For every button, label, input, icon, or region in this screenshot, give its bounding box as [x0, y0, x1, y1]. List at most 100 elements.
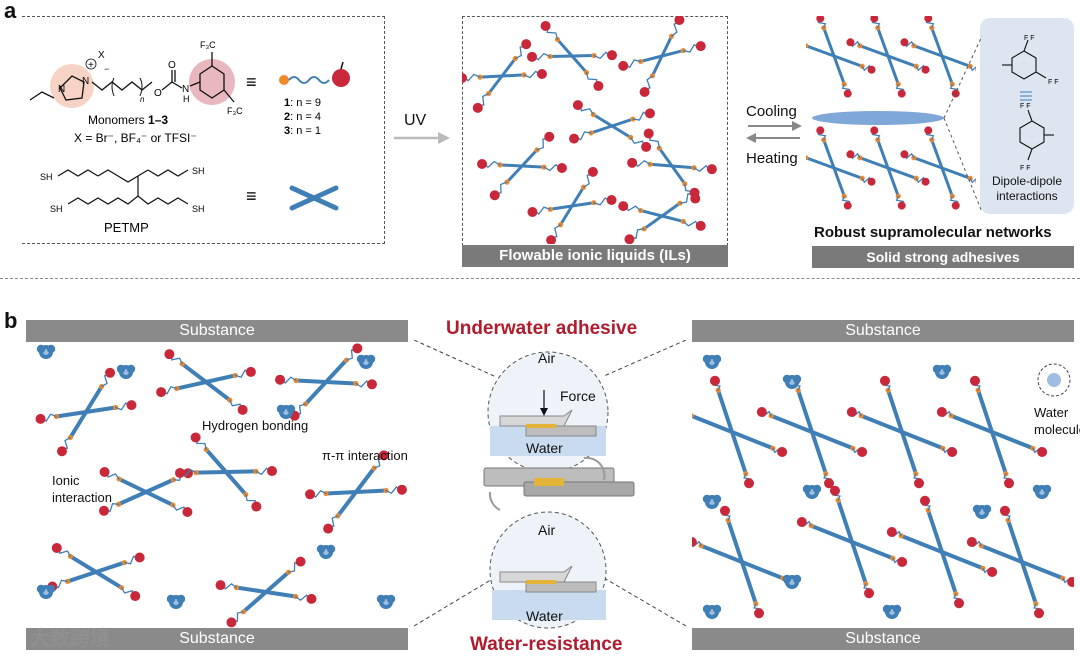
- crosslinker-arm: [224, 469, 258, 474]
- uv-label: UV: [404, 112, 427, 129]
- aryl-end-group: [966, 537, 977, 548]
- imidazolium-joint: [692, 413, 694, 419]
- aryl-end-group: [689, 187, 700, 198]
- aryl-end-group: [843, 89, 852, 98]
- aryl-end-group: [674, 16, 685, 25]
- crosslinker-arm: [610, 117, 635, 128]
- crosslinker-arm: [548, 204, 574, 211]
- aryl-end-group: [627, 157, 638, 168]
- aryl-end-group: [900, 150, 909, 159]
- water-hydrogen: [316, 544, 326, 554]
- aryl-end-group: [35, 413, 46, 424]
- flowable-network-drawing: [462, 16, 717, 244]
- aryl-end-group: [527, 51, 538, 62]
- crosslinker-arm: [692, 413, 734, 434]
- water-hydrogen: [36, 344, 46, 354]
- crosslinker-arm: [899, 533, 944, 554]
- water-hydrogen: [792, 574, 802, 584]
- crosslinker-arm: [224, 470, 248, 497]
- aryl-end-group: [999, 505, 1010, 516]
- aryl-end-group: [921, 177, 930, 186]
- water-hydrogen: [802, 484, 812, 494]
- petmp-label: PETMP: [104, 220, 149, 235]
- zoom-connector-lines: [943, 35, 983, 213]
- crosslinker-arm: [912, 156, 944, 170]
- crosslinker-arm: [940, 166, 954, 198]
- crosslinker-arm: [930, 26, 944, 58]
- ionic-interaction-label: Ionic interaction: [52, 473, 112, 505]
- crosslinker-arm: [1006, 518, 1024, 564]
- water-bottom-label: Water: [526, 608, 563, 624]
- thiol-label-1: SH: [40, 172, 53, 182]
- underwater-adhesive-title: Underwater adhesive: [446, 318, 638, 339]
- water-hydrogen: [972, 504, 982, 514]
- crosslinker-arm: [940, 54, 954, 86]
- crosslinker-arm: [660, 34, 674, 58]
- left-network-drawing: [35, 343, 407, 628]
- crosslinker-arm: [912, 44, 944, 58]
- crosslinker-arm: [809, 523, 854, 544]
- crosslinker-arm: [940, 54, 972, 68]
- water-hydrogen: [702, 604, 712, 614]
- water-hydrogen: [792, 374, 802, 384]
- crosslinker-arm: [354, 466, 377, 494]
- water-hydrogen: [932, 364, 942, 374]
- crosslinker-arm: [850, 540, 895, 561]
- svg-text:F F: F F: [1020, 165, 1031, 172]
- water-hydrogen: [356, 354, 366, 364]
- aryl-end-group: [969, 375, 980, 386]
- aryl-end-group: [477, 159, 488, 170]
- water-hydrogen: [712, 494, 722, 504]
- crosslinker-arm: [832, 166, 864, 180]
- aryl-end-group: [618, 201, 629, 212]
- crosslinker-arm: [806, 44, 836, 58]
- aryl-end-group: [870, 16, 879, 23]
- monomer-caption: Monomers 1–3: [88, 113, 168, 127]
- crosslinker-arm: [294, 378, 328, 384]
- aryl-end-group: [816, 16, 825, 23]
- crosslinker-arm: [930, 138, 944, 170]
- cation-charge: +: [88, 60, 94, 71]
- water-hydrogen: [712, 354, 722, 364]
- crosslinker-arm: [94, 570, 124, 590]
- svg-text:F F: F F: [1020, 103, 1031, 110]
- crosslinker-arm: [740, 560, 758, 606]
- crosslinker-arm: [730, 430, 775, 451]
- crosslinker-arm: [832, 54, 846, 86]
- aryl-end-group: [366, 379, 377, 390]
- air-top-label: Air: [538, 350, 556, 366]
- crosslinker-arm: [660, 49, 685, 58]
- aryl-end-group: [378, 450, 389, 461]
- aryl-end-group: [695, 41, 706, 52]
- aryl-end-group: [587, 166, 598, 177]
- svg-text:N: N: [58, 84, 65, 95]
- water-top-label: Water: [526, 440, 563, 456]
- crosslinker-arm: [886, 388, 904, 434]
- crosslinker-arm: [660, 201, 682, 218]
- aryl-end-group: [536, 69, 547, 80]
- aryl-end-group: [921, 65, 930, 74]
- crosslinker-arm: [740, 560, 785, 581]
- thiol-label-2: SH: [192, 166, 205, 176]
- crosslinker-arm: [940, 166, 972, 180]
- water-hydrogen: [36, 584, 46, 594]
- robust-networks-title: Robust supramolecular networks: [814, 224, 1052, 241]
- aryl-end-group: [639, 87, 650, 98]
- cooling-label: Cooling: [746, 103, 797, 120]
- anion-charge: −: [104, 64, 109, 74]
- water-molecule-label: Water molecule: [1034, 405, 1080, 437]
- aryl-end-group: [572, 100, 583, 111]
- water-hydrogen: [376, 594, 386, 604]
- n-value-1: 1: n = 9: [284, 97, 321, 109]
- aryl-end-group: [245, 366, 256, 377]
- svg-text:H: H: [183, 94, 190, 104]
- crosslinker-arm: [886, 54, 918, 68]
- crosslinker-arm: [850, 540, 868, 586]
- flowable-ils-caption: Flowable ionic liquids (ILs): [462, 245, 728, 267]
- aryl-end-group: [824, 478, 835, 489]
- aryl-end-group: [867, 65, 876, 74]
- svg-text:O: O: [168, 60, 176, 71]
- aryl-end-group: [606, 195, 617, 206]
- aryl-end-group: [816, 126, 825, 135]
- crosslinker-arm: [949, 413, 994, 434]
